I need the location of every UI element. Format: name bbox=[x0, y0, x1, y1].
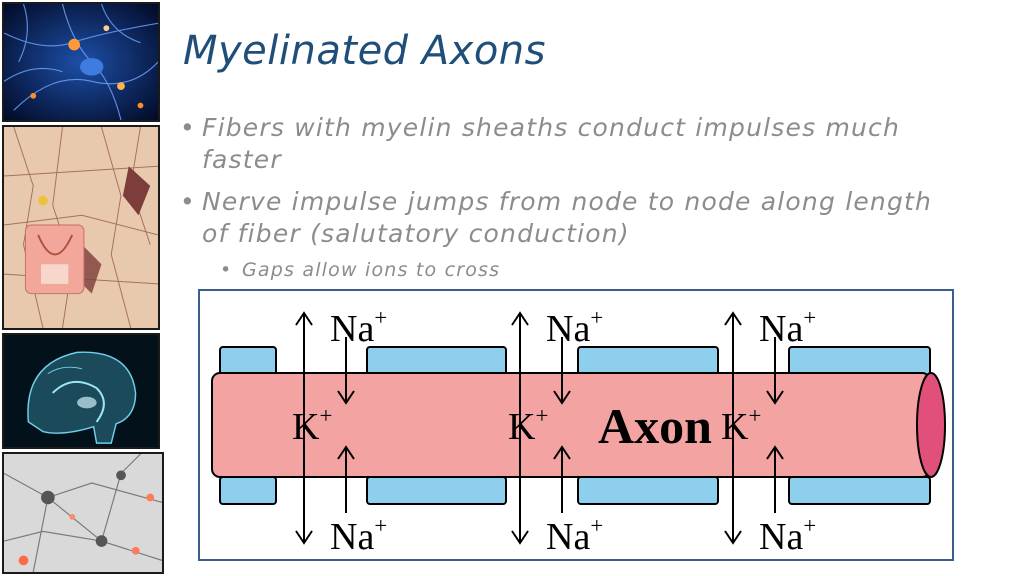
arrow-head-down bbox=[337, 390, 355, 405]
myelin-segment bbox=[219, 346, 277, 376]
myelin-segment bbox=[788, 346, 931, 376]
axon-end bbox=[916, 372, 946, 478]
bullet-text: Fibers with myelin sheaths conduct impul… bbox=[202, 113, 901, 174]
glowing-neurons-image bbox=[2, 452, 164, 574]
na-ion-label: Na+ bbox=[759, 305, 816, 350]
node-of-ranvier: Na+ Na+ K+ bbox=[292, 305, 387, 558]
arrow-head-down bbox=[511, 530, 529, 545]
arrow-head-up bbox=[766, 445, 784, 460]
na-ion-label: Na+ bbox=[546, 305, 603, 350]
myelin-segment bbox=[577, 346, 719, 376]
myelin-segment bbox=[219, 476, 277, 505]
neuron-tissue-image bbox=[2, 125, 160, 330]
neuron-network-image bbox=[2, 2, 160, 122]
bullet-dot: • bbox=[180, 187, 196, 216]
brain-scan-image bbox=[2, 333, 160, 449]
axon-diagram: Axon Na+ Na+ K+ Na+ Na+ K+ Na+ Na+ K+ bbox=[198, 289, 954, 561]
bullet-dot: • bbox=[180, 113, 196, 142]
myelin-segment bbox=[366, 476, 507, 505]
na-ion-label: Na+ bbox=[546, 513, 603, 558]
arrow-head-up bbox=[724, 311, 742, 326]
node-of-ranvier: Na+ Na+ K+ bbox=[508, 305, 603, 558]
arrow-head-up bbox=[553, 445, 571, 460]
arrow-head-down bbox=[295, 530, 313, 545]
sub-bullet-item: • Gaps allow ions to cross bbox=[180, 258, 940, 282]
bullet-dot: • bbox=[220, 259, 233, 281]
arrow-head-up bbox=[337, 445, 355, 460]
arrow-head-down bbox=[724, 530, 742, 545]
node-of-ranvier: Na+ Na+ K+ bbox=[721, 305, 816, 558]
sub-bullet-text: Gaps allow ions to cross bbox=[242, 259, 501, 281]
na-ion-label: Na+ bbox=[759, 513, 816, 558]
myelin-segment bbox=[788, 476, 931, 505]
bullet-list: • Fibers with myelin sheaths conduct imp… bbox=[180, 112, 940, 282]
bullet-item: • Fibers with myelin sheaths conduct imp… bbox=[180, 112, 940, 176]
k-ion-label: K+ bbox=[292, 403, 332, 448]
nodes-of-ranvier: Na+ Na+ K+ Na+ Na+ K+ Na+ Na+ K+ bbox=[292, 305, 816, 558]
myelin-sheaths bbox=[219, 346, 931, 505]
slide-title: Myelinated Axons bbox=[183, 28, 546, 74]
axon-label: Axon bbox=[598, 398, 712, 454]
myelin-segment bbox=[577, 476, 719, 505]
k-ion-label: K+ bbox=[721, 403, 761, 448]
na-ion-label: Na+ bbox=[330, 305, 387, 350]
myelin-segment bbox=[366, 346, 507, 376]
k-ion-label: K+ bbox=[508, 403, 548, 448]
bullet-item: • Nerve impulse jumps from node to node … bbox=[180, 186, 940, 250]
arrow-head-up bbox=[511, 311, 529, 326]
bullet-text: Nerve impulse jumps from node to node al… bbox=[202, 187, 933, 248]
arrow-head-up bbox=[295, 311, 313, 326]
arrow-head-down bbox=[766, 390, 784, 405]
na-ion-label: Na+ bbox=[330, 513, 387, 558]
axon-diagram-svg: Axon Na+ Na+ K+ Na+ Na+ K+ Na+ Na+ K+ bbox=[211, 305, 946, 558]
sidebar-image-strip bbox=[0, 0, 166, 576]
arrow-head-down bbox=[553, 390, 571, 405]
